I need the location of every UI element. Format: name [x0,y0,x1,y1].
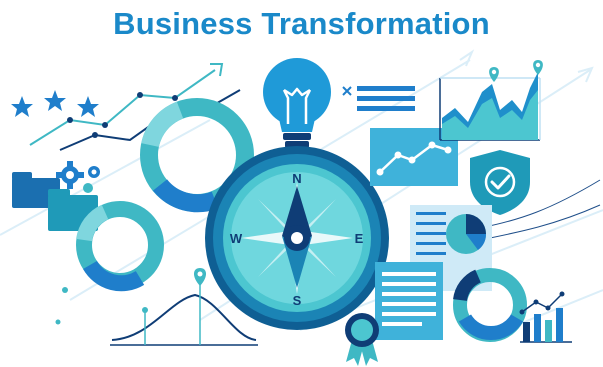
compass: N S E W [205,146,389,330]
star-icon [44,90,66,111]
checklist-lines [342,86,415,111]
bar-chart-small [519,291,572,343]
page-title: Business Transformation [113,6,490,41]
right-trend-lines [479,179,601,241]
shield-check-icon [470,150,530,215]
area-chart-card [439,60,543,141]
donut-chart-lower [76,201,164,292]
star-icon [11,96,33,117]
compass-west-label: W [230,231,243,246]
award-ribbon-icon [345,313,379,366]
compass-east-label: E [355,231,364,246]
donut-chart-upper [140,98,254,213]
compass-north-label: N [292,171,301,186]
compass-south-label: S [293,293,302,308]
donut-chart-right [453,268,527,342]
gear-icon [56,161,100,193]
lightbulb-icon [263,58,331,155]
bell-curve-chart [55,268,258,346]
star-icon [77,96,99,117]
rating-stars [11,90,99,117]
report-card [375,262,443,340]
